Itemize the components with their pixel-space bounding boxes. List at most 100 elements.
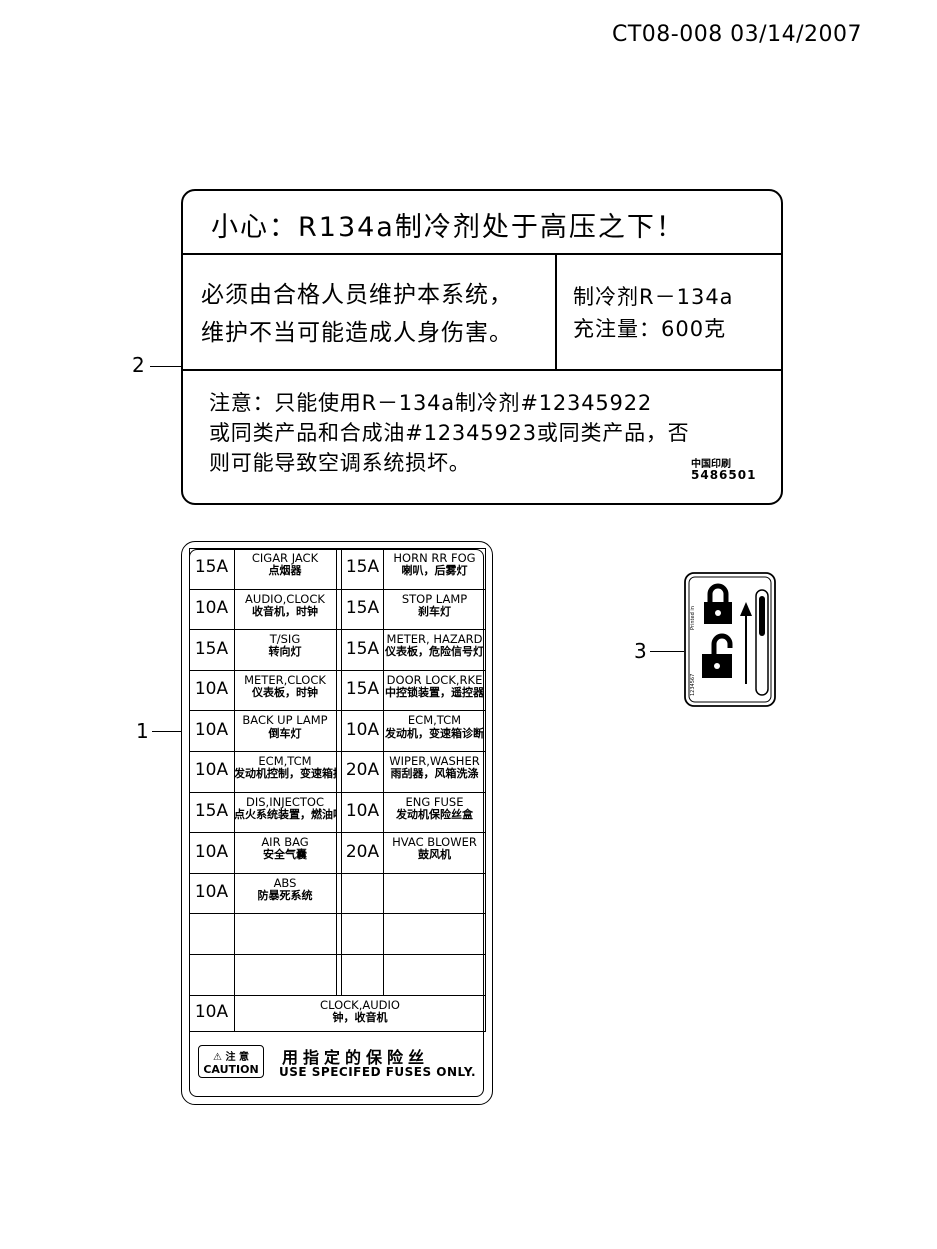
refrigerant-type: 制冷剂R－134a — [573, 285, 734, 309]
fuse-circuit-left-zh: 倒车灯 — [268, 726, 302, 740]
notice-line-1: 注意：只能使用R－134a制冷剂#12345922 — [209, 391, 653, 415]
fuse-circuit-bottom-zh: 钟，收音机 — [332, 1010, 388, 1024]
fuse-circuit-right-zh: 鼓风机 — [418, 848, 451, 862]
fuse-row-divider — [189, 669, 486, 671]
fuse-circuit-right-en: ENG FUSE — [405, 795, 464, 809]
fuse-circuit-right — [383, 917, 486, 952]
fuse-rating-right: 10A — [345, 802, 380, 821]
fuse-circuit-right-en: WIPER,WASHER — [389, 755, 480, 768]
fuse-bottom-col-divider — [234, 994, 235, 1032]
fuse-table — [189, 548, 486, 1032]
fuse-row-divider — [189, 872, 486, 874]
refrigerant-middle-row: 必须由合格人员维护本系统， 维护不当可能造成人身伤害。 制冷剂R－134a 充注… — [183, 255, 781, 371]
fuse-rating-left: 10A — [194, 762, 229, 781]
fuse-rating-right — [342, 884, 383, 904]
fuse-circuit-right — [383, 877, 486, 912]
fuse-col-divider — [383, 548, 384, 995]
fuse-row-divider — [189, 994, 486, 996]
lock-label-side-text-top: Printed in — [690, 606, 696, 630]
lock-label-side-text-bottom: 1234567 — [690, 674, 696, 696]
fuse-circuit-left-en: ECM,TCM — [258, 755, 312, 768]
fuse-circuit-left-zh: 收音机，时钟 — [252, 604, 318, 618]
fuse-circuit-left-en: CIGAR JACK — [251, 552, 319, 565]
fuse-rating-right: 15A — [345, 640, 380, 659]
callout-1-leader — [152, 731, 182, 732]
fuse-circuit-left-zh: 仪表板，时钟 — [252, 686, 318, 700]
fuse-rating-left: 10A — [194, 721, 229, 740]
fuse-rating-left: 15A — [194, 559, 229, 578]
fuse-circuit-right-en: STOP LAMP — [401, 592, 468, 606]
caution-badge-en: CAUTION — [203, 1063, 259, 1076]
refrigerant-title: 小心：R134a制冷剂处于高压之下！ — [211, 212, 685, 243]
slot-icon — [755, 589, 769, 696]
fuse-rating-right — [342, 925, 383, 945]
fuse-rating-right: 20A — [345, 843, 380, 862]
fuse-circuit-right-en: HVAC BLOWER — [392, 836, 477, 850]
fuse-circuit-left-en: BACK UP LAMP — [242, 714, 328, 728]
callout-2: 2 — [132, 353, 145, 377]
lock-label-border — [684, 572, 776, 707]
fuse-rating-right: 15A — [345, 681, 380, 700]
fuse-col-divider — [234, 548, 235, 995]
fuse-row-divider — [189, 791, 486, 793]
fuse-circuit-right-en: METER, HAZARD — [386, 633, 483, 647]
maintenance-line-1: 必须由合格人员维护本系统， — [201, 282, 513, 308]
fuse-circuit-left-en: AIR BAG — [261, 836, 309, 850]
maintenance-line-2: 维护不当可能造成人身伤害。 — [201, 320, 513, 346]
fuse-circuit-right-en: ECM,TCM — [407, 714, 462, 728]
caution-badge: ⚠ 注 意 CAUTION — [198, 1045, 264, 1078]
fuse-center-divider — [336, 548, 337, 995]
fuse-rating-left: 10A — [194, 599, 229, 618]
fuse-circuit-left-en: ABS — [273, 876, 297, 890]
fuse-row-divider — [189, 832, 486, 834]
caution-text-zh: 用指定的保险丝 — [282, 1048, 430, 1067]
fuse-circuit-right-zh: 雨刮器，风箱洗涤 — [390, 767, 479, 781]
fuse-row-divider — [189, 751, 486, 752]
warning-triangle-icon: ⚠ — [213, 1052, 222, 1063]
fuse-center-divider — [341, 548, 342, 995]
fuse-circuit-left-zh: 转向灯 — [268, 645, 302, 659]
caution-text-en: USE SPECIFED FUSES ONLY. — [279, 1065, 477, 1079]
notice-line-3: 则可能导致空调系统损坏。 — [209, 451, 471, 475]
fuse-circuit-right — [383, 958, 486, 993]
fuse-circuit-right-zh: 喇叭，后雾灯 — [401, 564, 468, 578]
fuse-rating-right: 10A — [345, 721, 380, 740]
fuse-rating-right: 20A — [345, 762, 380, 781]
fuse-rating-left: 10A — [194, 681, 229, 700]
fuse-rating-left: 10A — [194, 843, 229, 862]
callout-3-leader — [650, 651, 684, 652]
fuse-row-divider — [189, 954, 486, 955]
part-code: 5486501 — [691, 468, 757, 482]
fuse-circuit-left-en: DIS,INJECTOC — [246, 795, 324, 809]
locked-padlock-icon — [704, 583, 732, 624]
refrigerant-title-row: 小心：R134a制冷剂处于高压之下！ — [183, 191, 781, 255]
fuse-circuit-bottom-en: CLOCK,AUDIO — [320, 998, 400, 1012]
fuse-circuit-left-zh: 发动机控制，变速箱控制 — [234, 767, 336, 781]
fuse-rating-left — [189, 925, 234, 945]
fuse-row-divider — [189, 629, 486, 631]
lock-label-inner-border — [688, 576, 772, 703]
fuse-circuit-left-zh: 点烟器 — [268, 564, 302, 578]
fuse-circuit-left-en: AUDIO,CLOCK — [245, 592, 325, 606]
fuse-circuit-left — [234, 917, 336, 952]
fuse-circuit-right-zh: 中控锁装置，遥控器 — [385, 686, 484, 700]
fuse-circuit-left-en: METER,CLOCK — [244, 673, 326, 687]
unlocked-padlock-icon — [702, 633, 733, 678]
document-id: CT08-008 03/14/2007 — [611, 22, 862, 47]
fuse-rating-left — [189, 965, 234, 985]
fuse-row-divider — [189, 710, 486, 712]
callout-2-leader — [150, 366, 182, 367]
fuse-row-divider — [189, 913, 486, 915]
